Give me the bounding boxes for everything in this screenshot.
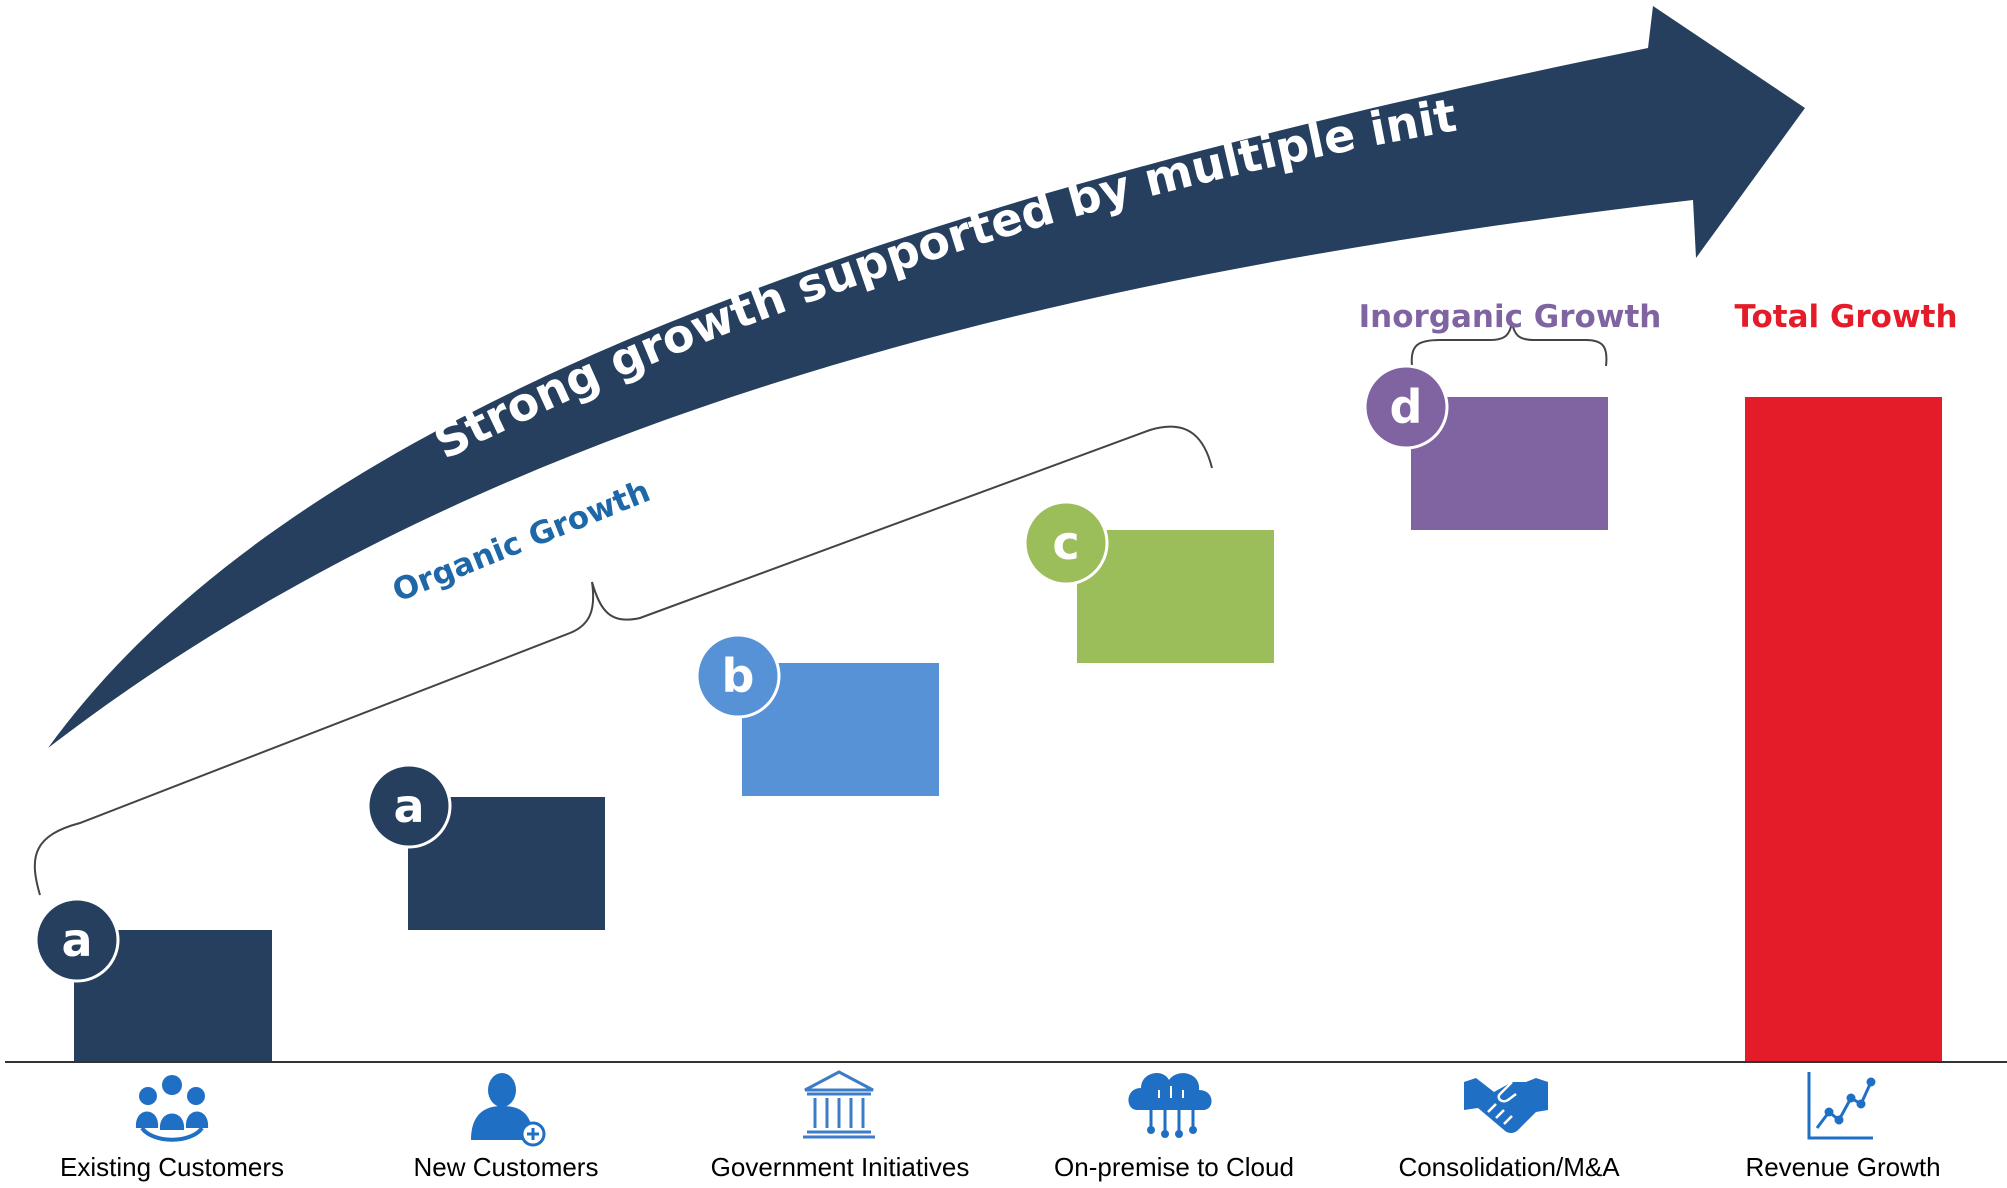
svg-text:b: b (722, 649, 755, 703)
handshake-icon (1464, 1078, 1548, 1133)
badge: c (1023, 500, 1109, 586)
total-label: Total Growth (1734, 299, 1957, 335)
growth-chart-icon (1807, 1072, 1876, 1140)
inorganic-brace (1410, 321, 1608, 367)
category-label: New Customers (414, 1152, 599, 1182)
svg-text:d: d (1390, 380, 1423, 434)
badge: d (1363, 364, 1449, 450)
step-bar (1077, 530, 1274, 663)
badge: a (366, 763, 452, 849)
category-label: Consolidation/M&A (1398, 1152, 1620, 1182)
category-label: On-premise to Cloud (1054, 1152, 1294, 1182)
category-label: Revenue Growth (1745, 1152, 1940, 1182)
category-label: Existing Customers (60, 1152, 284, 1182)
badge: b (695, 633, 781, 719)
category-label: Government Initiatives (711, 1152, 970, 1182)
add-user-icon (471, 1073, 546, 1147)
growth-arrow (48, 6, 1805, 748)
government-building-icon (803, 1070, 875, 1139)
total-growth-bar (1745, 397, 1942, 1062)
svg-text:a: a (61, 913, 92, 967)
cloud-circuit-icon (1128, 1073, 1212, 1138)
group-icon (135, 1075, 209, 1142)
badge: a (34, 897, 120, 983)
svg-text:a: a (393, 779, 424, 833)
svg-text:c: c (1052, 516, 1079, 570)
inorganic-label: Inorganic Growth (1359, 299, 1662, 335)
organic-brace (33, 425, 1213, 896)
